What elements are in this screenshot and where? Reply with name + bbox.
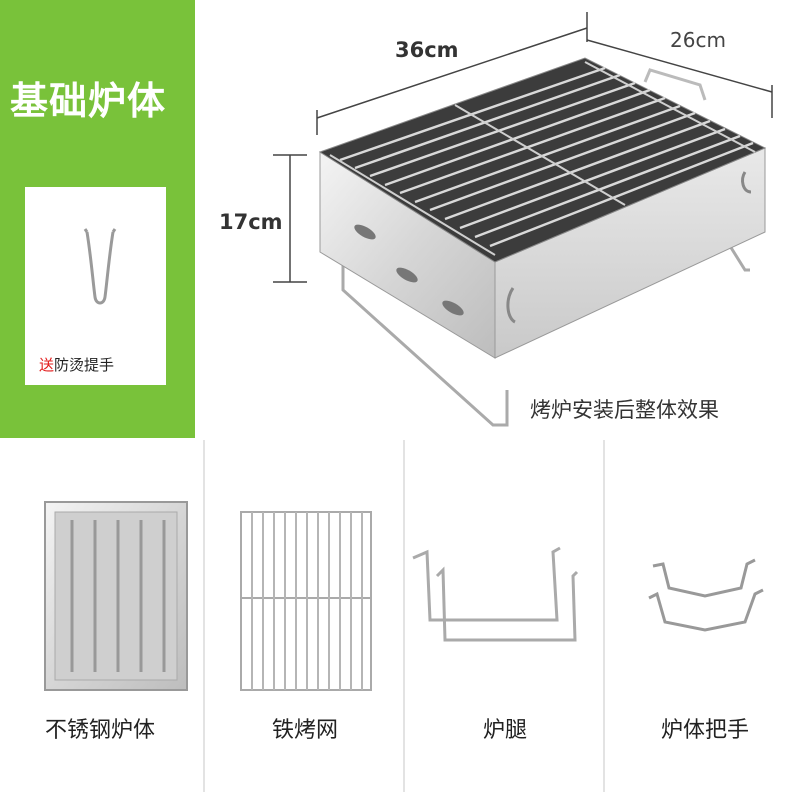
- divider: [403, 440, 405, 792]
- part-label: 铁烤网: [271, 718, 338, 743]
- gift-caption: 送防烫提手: [39, 354, 114, 375]
- width-dimension: 26cm: [670, 28, 726, 52]
- part-grill-legs: 炉腿: [405, 440, 605, 792]
- part-grill-grate: 铁烤网: [205, 440, 405, 792]
- gift-prefix: 送: [39, 356, 55, 374]
- part-label: 炉腿: [482, 718, 527, 743]
- part-label: 不锈钢炉体: [44, 718, 155, 743]
- feature-panel: 基础炉体 送防烫提手: [0, 0, 195, 438]
- hero-caption: 烤炉安装后整体效果: [530, 398, 719, 422]
- grill-body-image: [44, 501, 188, 691]
- divider: [203, 440, 205, 792]
- tongs-image: [83, 228, 117, 305]
- part-body-handles: 炉体把手: [605, 440, 800, 792]
- length-dimension: 36cm: [395, 38, 459, 62]
- grill-legs-image: [412, 546, 579, 642]
- height-dimension: 17cm: [219, 210, 283, 234]
- gift-text: 防烫提手: [54, 356, 115, 374]
- tongs-card: 送防烫提手: [25, 187, 166, 385]
- body-handles-image: [648, 558, 764, 632]
- grill-illustration: [273, 12, 773, 427]
- grill-grate-image: [240, 511, 372, 691]
- part-grill-body: 不锈钢炉体: [0, 440, 200, 792]
- panel-title: 基础炉体: [10, 79, 167, 123]
- divider: [603, 440, 605, 792]
- hero-product: 36cm 26cm 17cm: [195, 0, 800, 438]
- part-label: 炉体把手: [660, 718, 749, 743]
